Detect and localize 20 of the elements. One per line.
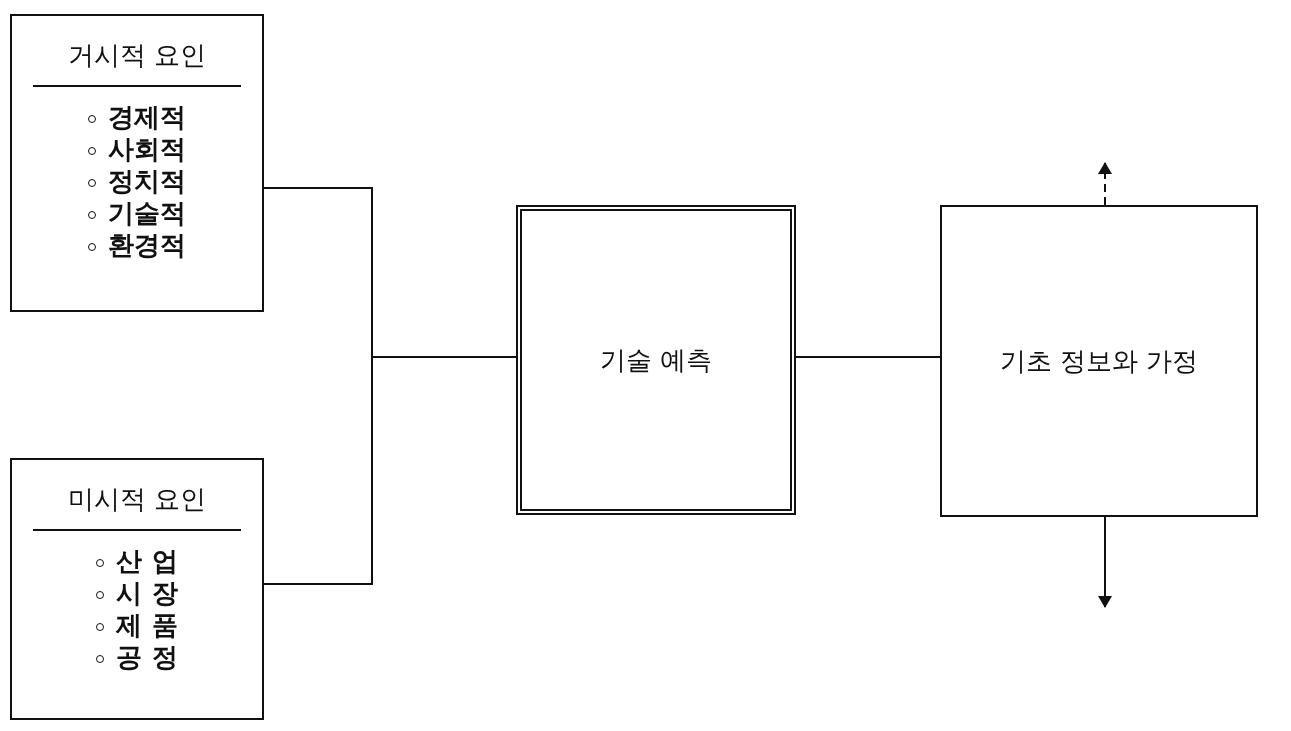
list-item: 공 정 [96, 641, 178, 673]
arrow [1098, 162, 1112, 206]
list-item: 환경적 [88, 229, 186, 261]
arrow [1098, 516, 1112, 608]
factor-box [10, 458, 264, 720]
list-item: 경제적 [88, 101, 186, 133]
double-border-box [516, 205, 796, 515]
box-label: 기술 예측 [599, 343, 713, 377]
list-item: 제 품 [96, 609, 178, 641]
box-heading: 미시적 요인 [33, 482, 241, 531]
connector-line [795, 356, 941, 358]
box-label: 기초 정보와 가정 [999, 344, 1199, 378]
process-box [940, 205, 1258, 517]
list-item: 시 장 [96, 577, 178, 609]
list-item: 정치적 [88, 165, 186, 197]
factor-box [10, 14, 264, 312]
box-heading: 거시적 요인 [33, 38, 241, 87]
list-item: 산 업 [96, 545, 178, 577]
list-item: 사회적 [88, 133, 186, 165]
list-item: 기술적 [88, 197, 186, 229]
